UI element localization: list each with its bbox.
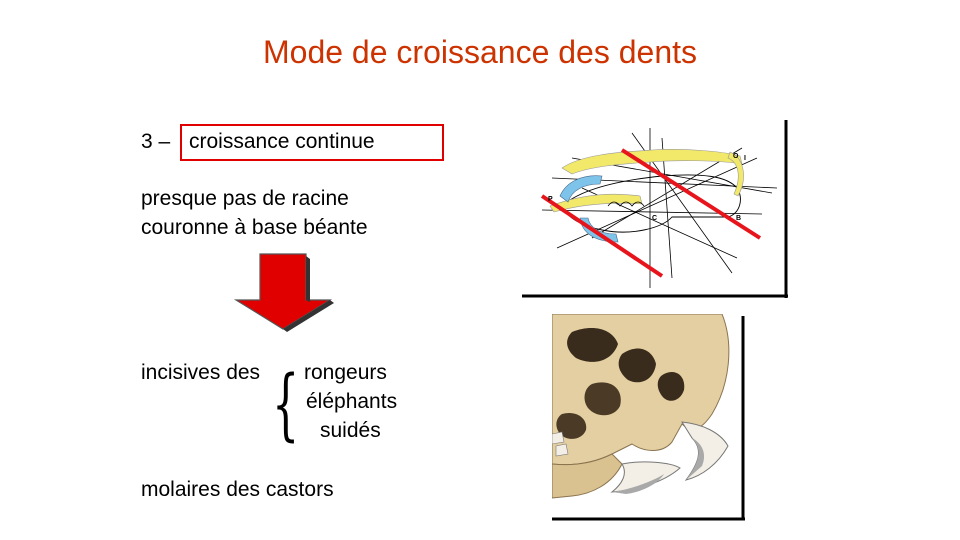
point-label: I [744, 155, 746, 162]
point-label: P [548, 196, 553, 203]
point-label: B [736, 215, 741, 222]
animal-item: éléphants [306, 390, 398, 413]
animal-item: suidés [320, 419, 381, 442]
molars-line: molaires des castors [141, 478, 334, 501]
section-label: croissance continue [189, 130, 375, 153]
down-arrow-icon [233, 253, 334, 332]
point-label: O [733, 153, 739, 160]
curly-brace: { [272, 360, 300, 450]
rodent-skull-illustration [552, 314, 745, 521]
line-no-root: presque pas de racine [141, 187, 349, 210]
line-crown: couronne à base béante [141, 216, 368, 239]
section-number: 3 – [141, 130, 171, 153]
highlight-box [180, 124, 444, 161]
incisors-prefix: incisives des [141, 361, 261, 384]
slide-title: Mode de croissance des dents [262, 34, 698, 70]
animal-item: rongeurs [304, 361, 387, 384]
skull-growth-diagram: P C B O I [522, 118, 788, 298]
point-label: C [652, 215, 657, 222]
